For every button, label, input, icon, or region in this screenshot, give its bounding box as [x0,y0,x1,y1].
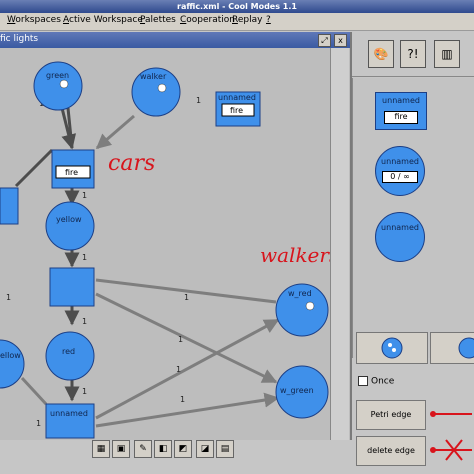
transition-middle[interactable] [49,267,95,307]
arc-weight: 1 [36,419,41,428]
layer-icon[interactable]: ◪ [196,440,214,458]
petri-net-graph: 1 1 1 1 1 1 1 1 1 1 1 1 green walker [0,61,330,439]
place-green[interactable]: green [33,61,83,111]
place-red[interactable]: red [45,331,95,381]
delete-edge-button[interactable]: delete edge [356,436,426,466]
save-icon[interactable]: ▣ [112,440,130,458]
once-checkbox[interactable] [358,376,368,386]
workspace-title: fic lights [0,34,39,44]
edge-icon [430,411,472,417]
svg-text:unnamed: unnamed [50,409,88,418]
transition-left-edge[interactable] [0,187,19,225]
arc-weight: 1 [176,365,181,374]
menu-active-workspace[interactable]: Active Workspace [63,15,143,25]
svg-text:fire: fire [230,106,243,115]
svg-text:walker: walker [140,72,167,81]
token [157,83,167,93]
workspace-canvas[interactable]: 1 1 1 1 1 1 1 1 1 1 1 1 green walker [0,48,330,440]
float-icon[interactable]: ⤢ [318,34,331,47]
place-walker[interactable]: walker [131,67,181,117]
arc-left-to-bottom[interactable] [20,376,48,406]
svg-text:green: green [46,71,69,80]
fire-icon [458,337,474,359]
token-icon [381,337,403,359]
arc-fire-to-left[interactable] [14,148,54,188]
transition-bottom[interactable]: unnamed [45,403,95,439]
palette-place-2[interactable]: unnamed [375,212,425,262]
token [305,301,315,311]
bottom-toolbar: ▦ ▣ ✎ ◧ ◩ ◪ ▤ [0,440,350,474]
delete-edge-icon [430,439,472,461]
once-label: Once [371,376,395,387]
close-icon[interactable]: x [334,34,347,47]
window-title: raffic.xml - Cool Modes 1.1 [177,2,297,11]
token-button[interactable] [356,332,428,364]
palette-icon[interactable]: 🎨 [368,40,394,68]
annotation-walkers: walkers [260,243,330,267]
workspace-header: fic lights ⤢ x [0,32,350,48]
palette-area: unnamed fire unnamed 0 / ∞ unnamed [352,78,474,358]
palette-place[interactable]: unnamed 0 / ∞ [375,146,425,196]
svg-text:unnamed: unnamed [218,93,256,102]
palette-tabs: 🎨 ?! ▥ [352,32,474,77]
place-left-edge[interactable]: ellow [0,339,25,389]
pencil-icon[interactable]: ✎ [134,440,152,458]
color-icon[interactable]: ◩ [174,440,192,458]
arc-walker-to-fire[interactable] [95,114,135,150]
arc-trans-to-wred[interactable] [95,278,277,304]
arc-weight: 1 [82,253,87,262]
svg-text:red: red [62,347,75,356]
fire-button[interactable] [430,332,474,364]
place-w-green[interactable]: w_green [275,365,329,419]
arc-weight: 1 [196,96,201,105]
token [59,79,69,89]
svg-text:yellow: yellow [56,215,82,224]
menu-workspaces[interactable]: Workspaces [7,15,61,25]
svg-text:fire: fire [65,168,78,177]
arc-bottom-to-wgreen[interactable] [95,392,280,428]
arc-weight: 1 [184,293,189,302]
arc-green-to-fire-2[interactable] [66,107,74,149]
window-title-bar: raffic.xml - Cool Modes 1.1 [0,0,474,13]
menu-palettes[interactable]: Palettes [140,15,176,25]
arc-bottom-to-wred[interactable] [95,318,280,420]
arc-weight: 1 [180,395,185,404]
arc-weight: 1 [6,293,11,302]
view-icon[interactable]: ▤ [216,440,234,458]
arc-weight: 1 [178,335,183,344]
workspace-frame: fic lights ⤢ x [0,32,352,440]
vertical-scrollbar[interactable] [330,48,349,440]
annotation-cars: cars [108,151,155,176]
menu-bar: Workspaces Active Workspace Palettes Coo… [0,13,474,31]
transition-unnamed-top[interactable]: unnamed fire [215,91,261,127]
palette-panel: 🎨 ?! ▥ unnamed fire unnamed 0 / ∞ unname… [352,32,474,474]
menu-replay[interactable]: Replay [232,15,263,25]
help-icon[interactable]: ?! [400,40,426,68]
arc-trans-to-wgreen[interactable] [95,292,278,384]
transition-fire[interactable]: fire [51,149,95,189]
menu-help[interactable]: ? [266,15,271,25]
arc-weight: 1 [82,317,87,326]
once-checkbox-row[interactable]: Once [358,376,394,387]
palette-transition[interactable]: unnamed fire [375,92,427,130]
place-w-red[interactable]: w_red [275,283,329,337]
style-icon[interactable]: ◧ [154,440,172,458]
arc-weight: 1 [82,191,87,200]
place-yellow[interactable]: yellow [45,201,95,251]
menu-cooperation[interactable]: Cooperation [180,15,236,25]
grid-icon[interactable]: ▦ [92,440,110,458]
petri-edge-button[interactable]: Petri edge [356,400,426,430]
svg-text:ellow: ellow [0,351,21,360]
arc-weight: 1 [82,387,87,396]
svg-text:w_red: w_red [288,289,312,298]
vote-icon[interactable]: ▥ [434,40,460,68]
svg-text:w_green: w_green [280,386,314,395]
